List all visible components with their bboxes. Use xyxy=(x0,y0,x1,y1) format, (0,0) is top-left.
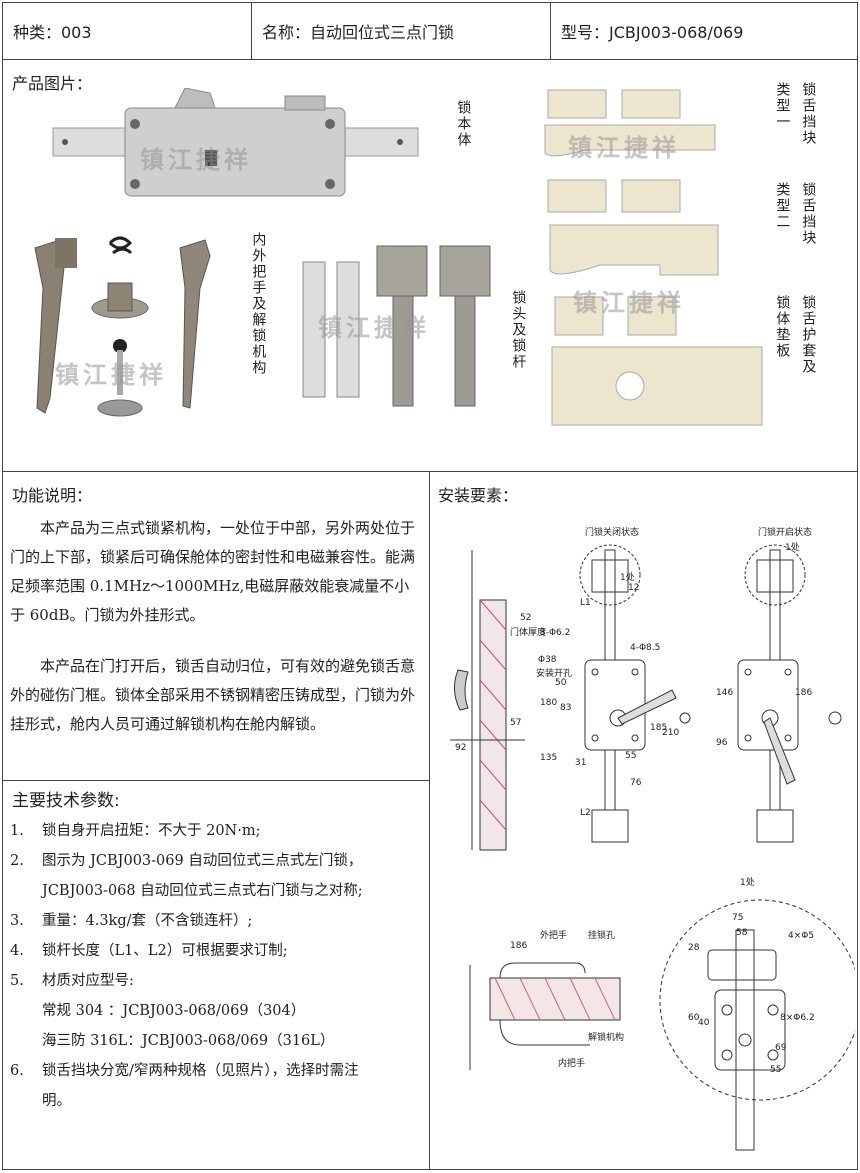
hang-hole-label: 挂锁孔 xyxy=(588,929,615,941)
dim-92: 92 xyxy=(455,743,466,753)
outer-handle-label: 外把手 xyxy=(540,929,567,941)
dim-57: 57 xyxy=(510,718,521,728)
product-name: 名称：自动回位式三点门锁 xyxy=(262,23,455,42)
lock-body-photo xyxy=(52,88,419,197)
handle-label: 内外把手及解锁机构 xyxy=(250,232,267,376)
watermark-5: 镇江捷祥 xyxy=(573,289,685,317)
type2-name: 锁舌挡块 xyxy=(800,182,817,246)
watermark-1: 镇江捷祥 xyxy=(140,146,252,174)
photo-title: 产品图片： xyxy=(12,74,93,93)
detail-view-label: 1处 xyxy=(740,876,755,888)
spec-item: 海三防 316L：JCBJ003-068/069（316L） xyxy=(42,1033,335,1049)
dim-6-2: 3-Φ6.2 xyxy=(540,628,570,638)
dim-186-a: 186 xyxy=(795,688,812,698)
dim-55b: 55 xyxy=(770,1065,781,1075)
function-title: 功能说明： xyxy=(12,486,93,505)
spec-item: 5.材质对应型号: xyxy=(10,973,134,989)
dim-58: 58 xyxy=(736,928,748,938)
spec-item: 常规 304 ：JCBJ003-068/069（304） xyxy=(42,1003,306,1019)
type1-label: 类型一 xyxy=(774,82,791,130)
mount-hole-label: 安装开孔 xyxy=(536,667,572,679)
detail-label: 1处 xyxy=(620,571,635,583)
inner-handle-label: 内把手 xyxy=(558,1057,585,1069)
blocks-photo xyxy=(544,89,763,426)
specs-list: 1.锁自身开启扭矩：不大于 20N·m; 2.图示为 JCBJ003-069 自… xyxy=(10,816,420,1116)
type2-label: 类型二 xyxy=(774,182,791,230)
door-thickness-label: 门体厚度 xyxy=(510,626,546,638)
dim-40: 40 xyxy=(698,1018,710,1028)
dim-69: 69 xyxy=(775,1043,787,1053)
dim-185: 185 xyxy=(650,723,667,733)
dim-76: 76 xyxy=(630,778,642,788)
spec-item: 1.锁自身开启扭矩：不大于 20N·m; xyxy=(10,823,261,839)
dim-186-b: 186 xyxy=(510,941,527,951)
dim-31: 31 xyxy=(575,758,586,768)
spec-item: 4.锁杆长度（L1、L2）可根据要求订制; xyxy=(10,943,288,959)
dim-75: 75 xyxy=(732,913,743,923)
lock-head-label: 锁头及锁杆 xyxy=(510,290,527,370)
open-state-label: 门锁开启状态 xyxy=(758,526,812,538)
handle-photo xyxy=(34,236,211,417)
lock-body-label: 锁本体 xyxy=(455,100,472,148)
spec-item: 3.重量：4.3kg/套（不含锁连杆）; xyxy=(10,913,253,929)
installation-drawing: 门锁关闭状态 门锁开启状态 门体厚度 52 Φ38 安装开孔 3-Φ6.2 4-… xyxy=(450,526,855,1151)
dim-28: 28 xyxy=(688,943,700,953)
lock-head-photo xyxy=(302,245,491,407)
dim-38: Φ38 xyxy=(538,655,557,665)
dim-146: 146 xyxy=(716,688,733,698)
dim-12: 12 xyxy=(628,583,639,593)
category-cell: 种类：003 xyxy=(2,2,252,60)
function-paragraph-2: 本产品在门打开后，锁舌自动归位，可有效的避免锁舌意外的碰伤门框。锁体全部采用不锈… xyxy=(10,657,416,733)
install-section xyxy=(429,471,858,1170)
dim-50: 50 xyxy=(555,678,567,688)
dim-4x5: 4×Φ5 xyxy=(788,931,814,941)
spec-item: 明。 xyxy=(42,1093,71,1109)
dim-L2: L2 xyxy=(580,808,591,818)
model-text: 型号：JCBJ003-068/069 xyxy=(561,23,744,42)
dim-83: 83 xyxy=(560,703,571,713)
dim-96: 96 xyxy=(716,738,728,748)
dim-180: 180 xyxy=(540,698,557,708)
spec-item: JCBJ003-068 自动回位式三点式右门锁与之对称; xyxy=(42,883,363,899)
type1-name: 锁舌挡块 xyxy=(800,82,817,146)
model-cell: 型号：JCBJ003-068/069 xyxy=(550,2,858,60)
dim-60: 60 xyxy=(688,1013,700,1023)
function-paragraph-1: 本产品为三点式锁紧机构，一处位于中部，另外两处位于门的上下部，锁紧后可确保舱体的… xyxy=(10,519,416,624)
dim-55: 55 xyxy=(625,751,636,761)
spec-item: 2.图示为 JCBJ003-069 自动回位式三点式左门锁， xyxy=(10,853,363,869)
watermark-2: 镇江捷祥 xyxy=(55,361,167,389)
watermark-3: 镇江捷祥 xyxy=(318,314,430,342)
install-title: 安装要素： xyxy=(438,486,519,505)
dim-4-8-5: 4-Φ8.5 xyxy=(630,643,660,653)
dim-210: 210 xyxy=(662,728,679,738)
specs-title: 主要技术参数: xyxy=(12,791,120,811)
name-cell: 名称：自动回位式三点门锁 xyxy=(251,2,551,60)
dim-135: 135 xyxy=(540,753,557,763)
dim-52: 52 xyxy=(520,613,531,623)
dim-8x6: 8×Φ6.2 xyxy=(780,1013,815,1023)
closed-state-label: 门锁关闭状态 xyxy=(585,526,639,538)
category-text: 种类：003 xyxy=(13,23,92,42)
dim-L1: L1 xyxy=(580,598,591,608)
watermark-4: 镇江捷祥 xyxy=(568,134,680,162)
spec-item: 6.锁舌挡块分宽/窄两种规格（见照片），选择时需注 xyxy=(10,1063,359,1079)
detail-label-2: 1处 xyxy=(785,541,800,553)
pad-label: 锁体垫板 xyxy=(774,295,791,359)
pad-name: 锁舌护套及 xyxy=(800,295,817,375)
unlock-mech-label: 解锁机构 xyxy=(588,1031,624,1043)
